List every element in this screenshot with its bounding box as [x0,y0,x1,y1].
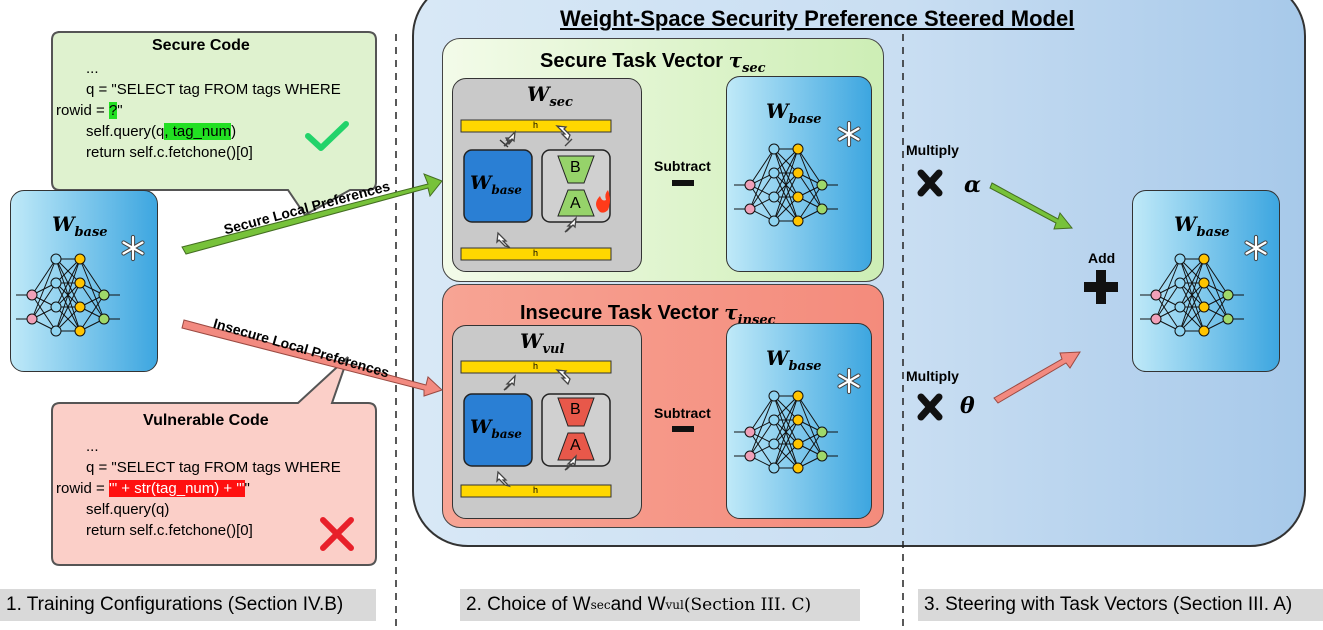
secure-base-network [733,143,839,227]
snowflake-icon [840,123,859,145]
section-label-steering: 3. Steering with Task Vectors (Section I… [918,589,1323,621]
snowflake-icon [124,237,143,259]
insecure-h-top: h [533,361,539,371]
base-model-label: Wbase [52,212,108,240]
steered-model-label: Wbase [1174,212,1230,240]
secure-inner-base-label: Wbase [470,172,522,197]
alpha-symbol: α [964,172,981,198]
secure-task-vector-title: Secure Task Vector τsec [540,48,766,76]
insecure-a-label: A [570,437,581,454]
secure-lora-label: Wsec [527,82,573,110]
snowflake-icon [1247,237,1266,259]
steered-model-network [1139,253,1245,337]
subtract-icon [672,180,694,186]
secure-subtract-label: Subtract [654,158,711,174]
theta-symbol: θ [960,393,975,419]
check-icon [305,121,349,151]
secure-base-label: Wbase [766,99,822,127]
steered-model-title: Weight-Space Security Preference Steered… [560,6,1075,31]
add-icon [1084,270,1118,304]
vulnerable-code-title: Vulnerable Code [143,412,269,429]
insecure-lora-label: Wvul [520,329,565,357]
add-label: Add [1088,250,1116,266]
secure-b-label: B [570,159,581,176]
subtract-icon [672,426,694,432]
vulnerable-code-bubble [51,356,377,566]
secure-code-title: Secure Code [152,37,250,54]
vulnerable-code-snippet: ... q = "SELECT tag FROM tags WHERE rowi… [56,438,341,539]
insecure-b-label: B [570,401,581,418]
secure-h-bottom: h [533,248,539,258]
insecure-base-network [733,390,839,474]
multiply-icon [917,169,943,197]
multiply-icon [917,393,943,421]
section-label-training: 1. Training Configurations (Section IV.B… [0,589,376,621]
insecure-subtract-label: Subtract [654,405,711,421]
cross-icon [320,517,354,551]
base-model-network [15,253,121,337]
snowflake-icon [840,370,859,392]
insecure-inner-base-label: Wbase [470,416,522,441]
multiply-label-alpha: Multiply [906,142,959,158]
flame-icon [596,190,610,213]
insecure-base-label: Wbase [766,346,822,374]
multiply-label-theta: Multiply [906,368,959,384]
secure-code-snippet: ... q = "SELECT tag FROM tags WHERE rowi… [56,60,341,161]
secure-h-top: h [533,120,539,130]
insecure-h-bottom: h [533,485,539,495]
secure-a-label: A [570,195,581,212]
